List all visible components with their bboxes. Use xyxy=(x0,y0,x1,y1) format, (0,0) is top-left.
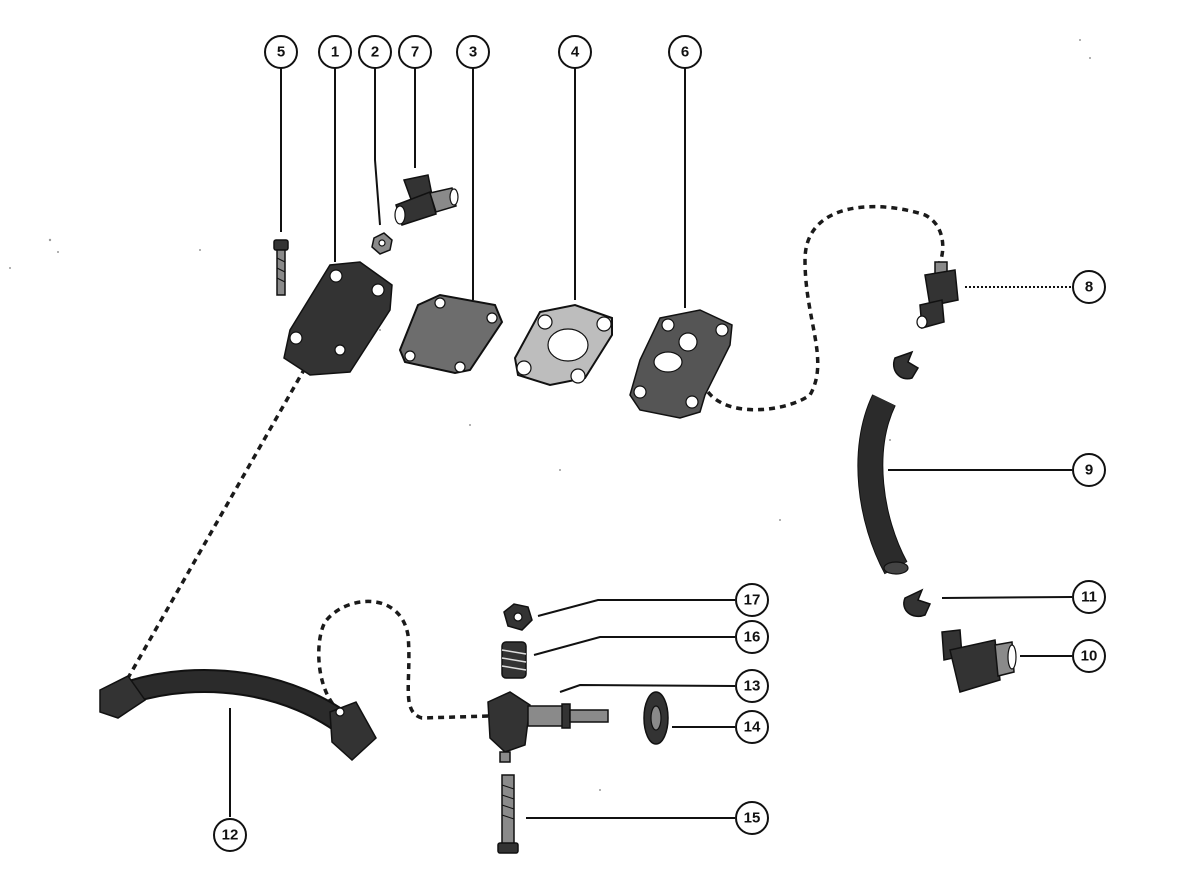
callout-label: 7 xyxy=(411,44,419,61)
gasket-part-4 xyxy=(513,303,613,387)
callout-11: 11 xyxy=(1072,580,1106,614)
callout-label: 11 xyxy=(1081,589,1097,606)
callout-label: 6 xyxy=(681,44,689,61)
leader-2 xyxy=(374,68,381,226)
callout-label: 5 xyxy=(277,44,285,61)
callout-label: 4 xyxy=(571,44,580,61)
callout-label: 13 xyxy=(744,678,761,695)
dashed-line-cover-to-fuel-line xyxy=(126,367,307,679)
callout-label: 17 xyxy=(744,592,761,609)
callout-5: 5 xyxy=(264,35,298,69)
callout-8: 8 xyxy=(1072,270,1106,304)
fitting-part-10 xyxy=(941,629,1017,693)
callout-6: 6 xyxy=(668,35,702,69)
callout-label: 2 xyxy=(371,44,379,61)
callout-9: 9 xyxy=(1072,453,1106,487)
callout-10: 10 xyxy=(1072,639,1106,673)
callout-2: 2 xyxy=(358,35,392,69)
callout-label: 16 xyxy=(744,629,761,646)
elbow-fitting-part-7 xyxy=(394,174,459,226)
callout-15: 15 xyxy=(735,801,769,835)
diaphragm-part-3 xyxy=(398,293,504,375)
clamp-part-11 xyxy=(903,588,932,617)
leader-11 xyxy=(941,596,1073,599)
callout-12: 12 xyxy=(213,818,247,852)
callout-13: 13 xyxy=(735,669,769,703)
bolt-part-15 xyxy=(497,774,519,854)
callout-16: 16 xyxy=(735,620,769,654)
callout-7: 7 xyxy=(398,35,432,69)
callout-4: 4 xyxy=(558,35,592,69)
clamp-upper xyxy=(893,350,920,380)
callout-label: 12 xyxy=(222,827,239,844)
fitting-part-8 xyxy=(916,261,959,329)
dashed-line-fuel-line-to-fitting-13 xyxy=(317,599,491,720)
leader-16 xyxy=(533,636,735,656)
assembly-dashed-lines xyxy=(126,204,945,720)
fitting-part-13 xyxy=(487,691,609,763)
pump-cover-part-1 xyxy=(283,261,393,376)
nut-part-2 xyxy=(371,232,393,255)
callout-label: 14 xyxy=(744,719,761,736)
callout-label: 10 xyxy=(1081,648,1098,665)
callout-label: 8 xyxy=(1085,279,1093,296)
callout-label: 15 xyxy=(744,810,761,827)
spring-part-16 xyxy=(501,641,527,679)
leader-17 xyxy=(537,599,735,617)
callout-14: 14 xyxy=(735,710,769,744)
print-specks xyxy=(9,39,1091,791)
nut-part-17 xyxy=(503,603,533,631)
dashed-line-pump-to-fitting-8 xyxy=(706,204,945,412)
callout-label: 1 xyxy=(331,44,339,61)
fuel-line-part-12 xyxy=(99,668,377,762)
washer-part-14 xyxy=(643,691,669,745)
callout-17: 17 xyxy=(735,583,769,617)
callout-label: 3 xyxy=(469,44,477,61)
callout-3: 3 xyxy=(456,35,490,69)
leader-13 xyxy=(559,683,736,693)
screw-part-5 xyxy=(273,239,289,296)
pump-body-part-6 xyxy=(629,309,733,419)
callout-1: 1 xyxy=(318,35,352,69)
hose-part-9 xyxy=(857,394,909,575)
callout-label: 9 xyxy=(1085,462,1093,479)
leader-lines xyxy=(229,68,1073,819)
